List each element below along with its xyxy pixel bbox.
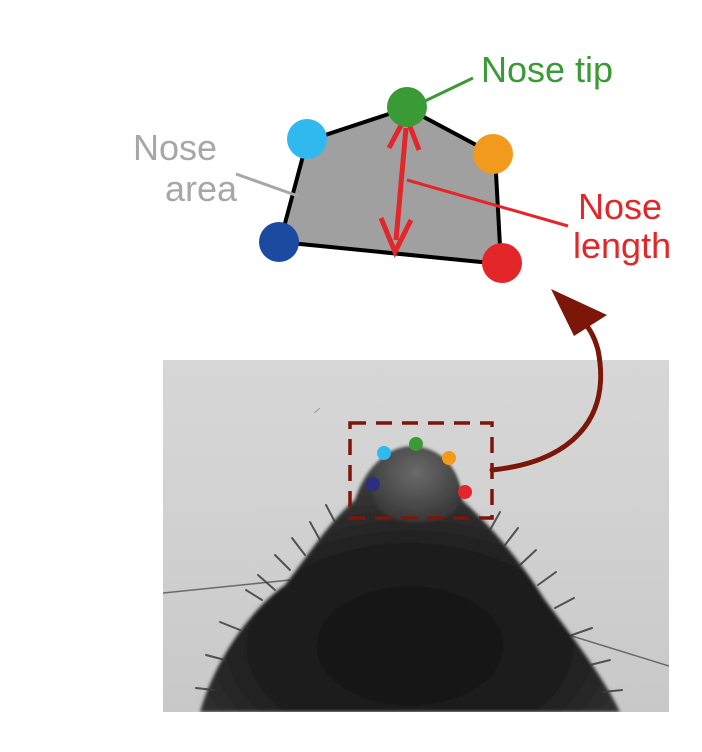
nose-length-label-line2: length (573, 225, 671, 266)
photo-keypoint-orange (442, 451, 456, 465)
nose-diagram: Nose tip Nose area Nose length (133, 49, 671, 283)
nose-length-label-line1: Nose (578, 186, 662, 227)
keypoint-orange-dot (473, 134, 513, 174)
background-wire-left (163, 579, 291, 594)
mouse-photo (163, 360, 669, 712)
photo-keypoint-green (409, 437, 423, 451)
nose-tip-leader-line (424, 76, 474, 103)
nose-area-leader-line (235, 172, 299, 198)
keypoint-green-dot (387, 87, 427, 127)
photo-keypoint-red (458, 485, 472, 499)
nose-area-label-line2: area (165, 168, 238, 209)
photo-keypoint-navy (366, 477, 380, 491)
nose-tip-label: Nose tip (481, 49, 613, 90)
nose-area-label-line1: Nose (133, 127, 217, 168)
fur-fringe (195, 504, 623, 693)
mouse-snout (372, 446, 461, 522)
zoom-curved-arrow (489, 289, 607, 473)
keypoint-red-dot (482, 243, 522, 283)
keypoint-light-blue-dot (287, 119, 327, 159)
nose-length-leader-line (406, 178, 569, 228)
keypoint-dark-blue-dot (259, 222, 299, 262)
mouse-body (200, 448, 620, 712)
photo-keypoint-light-blue (377, 446, 391, 460)
background-streak (313, 407, 321, 414)
